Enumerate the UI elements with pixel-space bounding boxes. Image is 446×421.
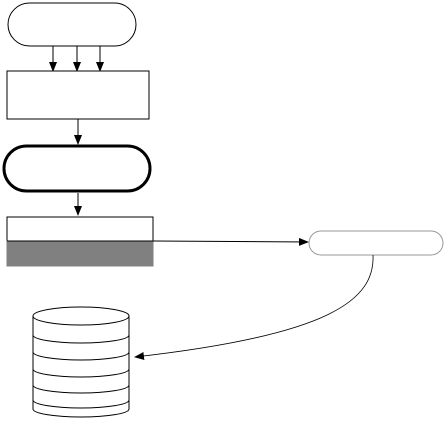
node-pill-right[interactable]: [308, 230, 444, 256]
edge-start-to-process: [49, 46, 104, 72]
node-process-1[interactable]: [6, 70, 150, 120]
edge-split-to-pill: [152, 237, 309, 246]
node-start[interactable]: [7, 2, 137, 47]
edge-pill-to-database: [134, 254, 374, 360]
node-split-block[interactable]: [6, 216, 154, 267]
split-block-lower: [6, 240, 154, 267]
node-database[interactable]: [32, 306, 130, 418]
node-terminator-bold[interactable]: [2, 144, 152, 193]
